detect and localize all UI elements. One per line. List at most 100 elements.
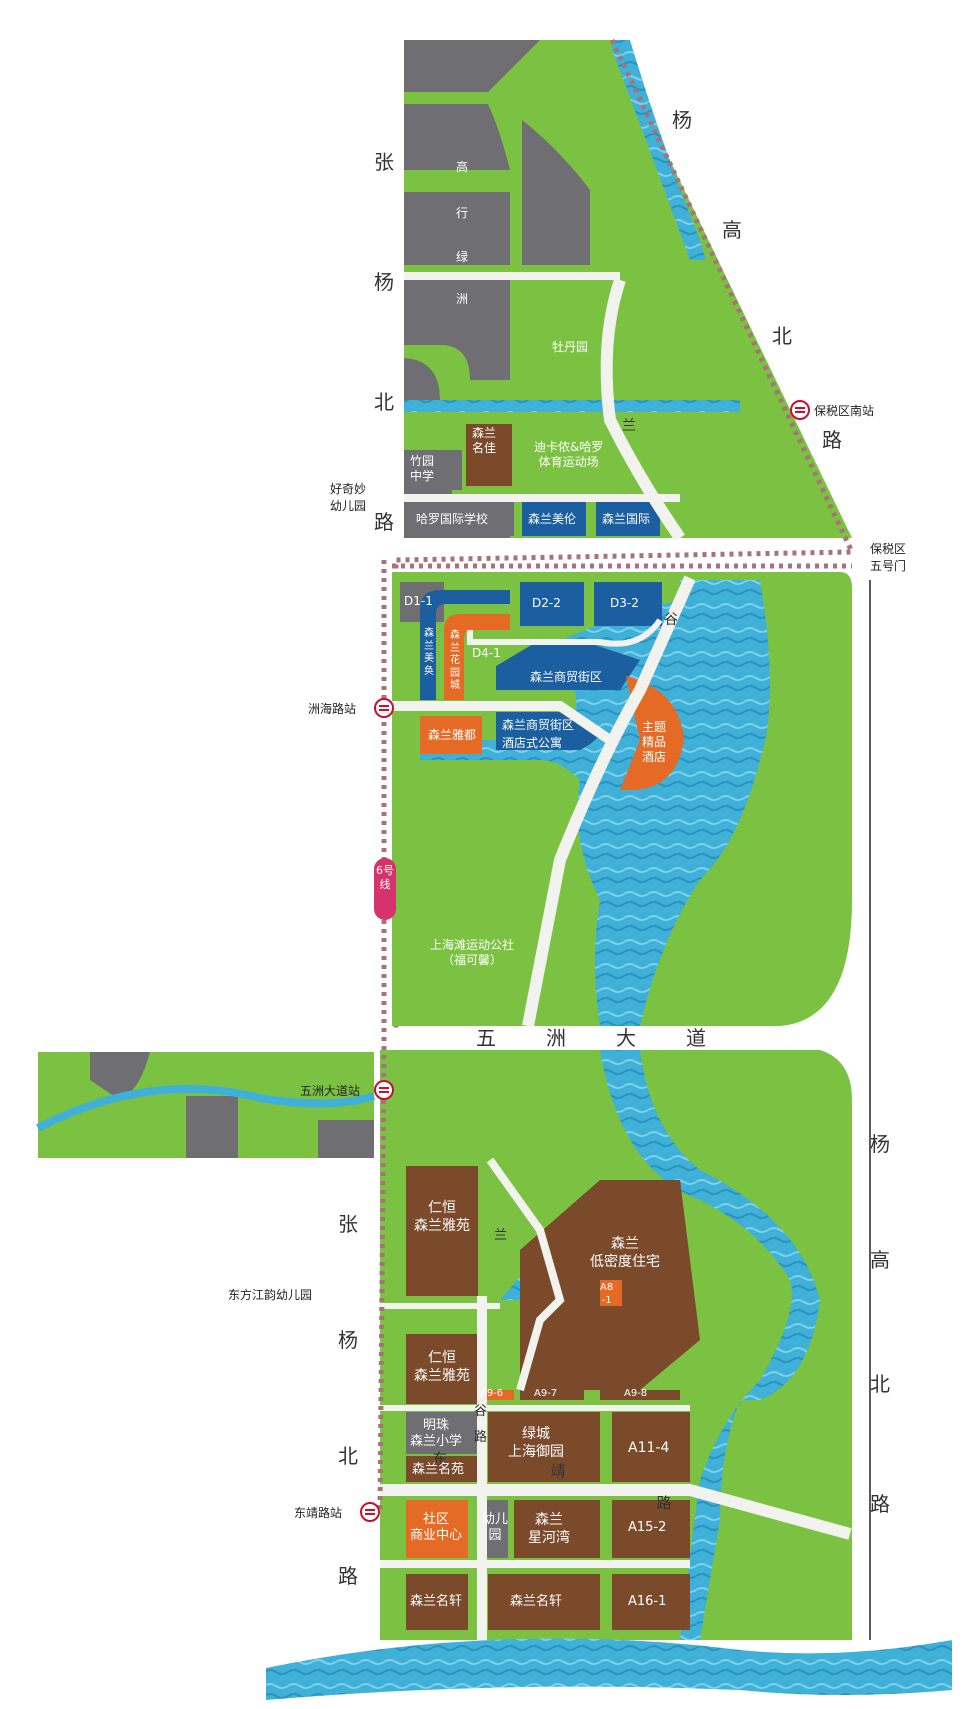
- parcel-community-center: [406, 1500, 468, 1558]
- road-dongjing-2: 靖: [550, 1462, 566, 1480]
- road-yanggao-3: 北: [772, 324, 792, 348]
- parcel-senlan-meiju: [420, 590, 510, 700]
- parcel-senlan-guoji: [596, 502, 660, 536]
- parcel-senlan-mingxuan2: [488, 1574, 600, 1630]
- road-zhangyang-b3: 北: [338, 1444, 358, 1468]
- label-senlan-mingjia: 森兰 名佳: [472, 426, 497, 455]
- parcel-lvcheng: [488, 1412, 600, 1482]
- label-a9-8: A9-8: [624, 1388, 648, 1399]
- north-road-curve: [600, 278, 685, 542]
- parcel-senlan-yadu: [420, 716, 482, 754]
- label-haluo-school: 哈罗国际学校: [416, 512, 489, 526]
- label-a16-1: A16-1: [628, 1594, 667, 1609]
- label-a11-4: A11-4: [628, 1440, 670, 1456]
- road-zhangyang-b2: 杨: [338, 1328, 358, 1352]
- parcel-rengheng-yayuan2: [406, 1334, 478, 1404]
- label-a9-6: A9-6: [480, 1388, 504, 1399]
- label-d1-1: D1-1: [404, 594, 433, 608]
- poi-dongfang-jiangyun: 东方江韵幼儿园: [228, 1288, 313, 1302]
- label-rengheng-yayuan1: 仁恒 森兰雅苑: [414, 1200, 470, 1234]
- south-water-loop: [600, 1050, 820, 1640]
- label-zhulin: 竹园 中学: [410, 454, 435, 483]
- road-lu-label: 路: [474, 1430, 488, 1445]
- label-senlan-mingxuan1: 森兰名轩: [410, 1594, 463, 1609]
- parcel-a11-4: [612, 1412, 690, 1482]
- road-dongjing-1: 东: [432, 1450, 448, 1468]
- station-zhouhai: 洲海路站: [308, 702, 357, 716]
- station-wuzhou-avenue: 五洲大道站: [300, 1084, 361, 1098]
- middle-road-zhouhai: [392, 701, 613, 745]
- road-gaoxing-2: 行: [456, 206, 469, 220]
- metro-icon-dongjing: [360, 1502, 380, 1522]
- road-wuzhou-3: 大: [616, 1026, 636, 1050]
- label-rengheng-yayuan2: 仁恒 森兰雅苑: [414, 1350, 470, 1384]
- label-hotel-apartment: 酒店式公寓: [502, 736, 563, 750]
- road-yanggao-2: 高: [722, 218, 742, 242]
- road-zhangyang-3: 北: [374, 390, 394, 414]
- road-dongjing-3: 路: [656, 1494, 672, 1512]
- label-mudan: 牡丹园: [552, 340, 589, 354]
- metro-icon-baoshui-south: [790, 400, 810, 420]
- line6-badge: 6号线: [376, 864, 394, 891]
- road-gaoxing-4: 洲: [456, 292, 469, 306]
- road-yanggao-b4: 路: [870, 1492, 890, 1516]
- label-senlan-meiju: 森 兰 美 奂: [424, 628, 434, 677]
- road-gu-label: 谷: [664, 612, 678, 628]
- road-lan-label: 兰: [622, 418, 636, 434]
- label-senlan-huayuan: 森 兰 花 园 城: [450, 630, 460, 691]
- road-zhangyang-1: 张: [374, 150, 394, 174]
- wuzhou-avenue: [380, 1028, 850, 1050]
- parcel-mingzhu-school: [406, 1412, 478, 1454]
- label-shangmao1: 森兰商贸街区: [530, 670, 603, 684]
- station-baoshui-south: 保税区南站: [814, 404, 875, 418]
- parcel-a9-8: [600, 1390, 680, 1400]
- road-lan2-label: 兰: [494, 1228, 508, 1243]
- parcel-a9-6: [478, 1390, 514, 1400]
- label-a8-1: A8 -1: [600, 1282, 614, 1306]
- west-strip-gray: [90, 1052, 374, 1158]
- label-sports-club: 上海滩运动公社 （福可馨）: [430, 938, 515, 967]
- middle-road-diagonal: [522, 575, 696, 1028]
- parcel-senlan-mingxuan1: [406, 1574, 468, 1630]
- north-canal-horizontal: [404, 400, 740, 412]
- parcel-a15-2: [612, 1500, 690, 1558]
- south-road-dongjing: [380, 1484, 852, 1540]
- parcel-a16-1: [612, 1574, 690, 1630]
- label-a9-7: A9-7: [534, 1388, 558, 1399]
- road-wuzhou-4: 道: [686, 1026, 706, 1050]
- label-a15-2: A15-2: [628, 1520, 667, 1535]
- road-yanggao-b1: 杨: [870, 1132, 890, 1156]
- label-community-center: 社区 商业中心: [410, 1512, 463, 1544]
- road-gaoxing-1: 高: [456, 160, 469, 174]
- poi-haoqimiao: 好奇妙 幼儿园: [330, 482, 367, 513]
- label-lvcheng: 绿城 上海御园: [508, 1426, 564, 1460]
- north-canal-vertical: [612, 40, 706, 260]
- label-sports-park: 迪卡侬&哈罗 体育运动场: [534, 440, 604, 469]
- parcel-a8-1: [600, 1280, 622, 1306]
- label-theme-hotel: 主题 精品 酒店: [642, 720, 667, 764]
- station-baoshui-gate5: 保税区 五号门: [870, 542, 907, 573]
- label-d3-2: D3-2: [610, 596, 639, 610]
- road-gu2-label: 谷: [474, 1404, 488, 1419]
- parcel-d3-2: [594, 582, 662, 626]
- label-d4-1: D4-1: [472, 646, 501, 660]
- metro-icon-zhouhai: [374, 698, 394, 718]
- road-yanggao-b3: 北: [870, 1372, 890, 1396]
- middle-lake: [420, 580, 770, 1026]
- middle-road-d4: [467, 618, 663, 647]
- label-shangmao2: 森兰商贸街区: [502, 718, 575, 732]
- road-zhangyang-b4: 路: [338, 1564, 358, 1588]
- road-zhangyang-4: 路: [374, 510, 394, 534]
- label-low-density: 森兰 低密度住宅: [590, 1236, 660, 1270]
- label-d2-2: D2-2: [532, 596, 561, 610]
- label-senlan-guoji: 森兰国际: [602, 512, 651, 526]
- label-kindergarten: 幼儿 园: [482, 1512, 509, 1544]
- road-yanggao-b2: 高: [870, 1248, 890, 1272]
- parcel-zhulin: [404, 450, 452, 494]
- road-zhangyang-2: 杨: [374, 270, 394, 294]
- label-senlan-meilun: 森兰美伦: [528, 512, 577, 526]
- parcel-shangmao1: [496, 640, 640, 690]
- rail-west: [377, 560, 387, 1511]
- parcel-xinghewan: [514, 1500, 600, 1558]
